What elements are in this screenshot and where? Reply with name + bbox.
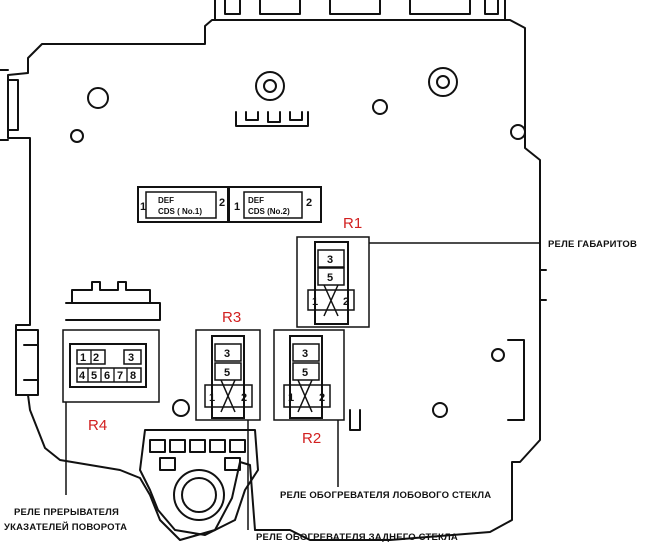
r4-pin-2: 2	[93, 352, 99, 364]
relay-r4	[62, 329, 160, 403]
r2-pin-3: 3	[302, 348, 308, 360]
r3-pin-2: 2	[241, 392, 247, 404]
boss-3	[428, 67, 458, 97]
def-cds-module-1: DEF CDS ( No.1) 1 2	[137, 186, 230, 223]
left-tab-detail	[0, 69, 9, 141]
r4-pin-1: 1	[80, 352, 86, 364]
def-cds-2-line2: CDS (No.2)	[248, 207, 290, 216]
left-clip	[15, 329, 39, 396]
caption-r2: РЕЛЕ ОБОГРЕВАТЕЛЯ ЛОБОВОГО СТЕКЛА	[280, 490, 491, 501]
def-cds-module-2: DEF CDS (No.2) 1 2	[227, 186, 322, 223]
boss-7	[432, 402, 448, 418]
label-r2: R2	[302, 430, 321, 447]
relay-r1	[296, 236, 370, 328]
boss-2	[255, 71, 285, 101]
leader-lines	[65, 242, 540, 530]
top-notch-1	[224, 0, 241, 15]
r2-pin-5: 5	[302, 367, 308, 379]
top-notch-2	[259, 0, 301, 15]
bottom-right-notch	[349, 409, 361, 431]
label-r1: R1	[343, 215, 362, 232]
r2-pin-2: 2	[319, 392, 325, 404]
def-cds-1-pin-left: 1	[140, 201, 146, 213]
def-cds-2-pin-right: 2	[306, 197, 312, 209]
r3-pin-5: 5	[224, 367, 230, 379]
top-notch-5	[484, 0, 499, 15]
r4-bracket-base	[65, 302, 161, 321]
caption-r3: РЕЛЕ ОБОГРЕВАТЕЛЯ ЗАДНЕГО СТЕКЛА	[256, 532, 458, 543]
bottom-socket-hole	[173, 469, 225, 521]
r1-pin-2: 2	[343, 296, 349, 308]
r1-pin-3: 3	[327, 254, 333, 266]
label-r3: R3	[222, 309, 241, 326]
r4-pin-5: 5	[91, 370, 97, 382]
def-cds-1-pin-right: 2	[219, 197, 225, 209]
boss-4	[372, 99, 388, 115]
r4-pin-4: 4	[79, 370, 86, 382]
top-notch-3	[329, 0, 381, 15]
caption-r4-line2: УКАЗАТЕЛЕЙ ПОВОРОТА	[4, 521, 127, 533]
boss-6	[510, 124, 526, 140]
label-r4: R4	[88, 417, 107, 434]
relay-r3	[195, 329, 261, 421]
r3-pin-1: 1	[209, 392, 215, 404]
top-notch-4	[409, 0, 471, 15]
bottom-socket	[139, 429, 259, 536]
boss-2-inner	[263, 79, 277, 93]
r4-pin-6: 6	[104, 370, 110, 382]
left-tab	[7, 79, 19, 131]
caption-r4-line1: РЕЛЕ ПРЕРЫВАТЕЛЯ	[14, 507, 119, 518]
r4-bracket	[71, 281, 151, 304]
r1-pin-5: 5	[327, 272, 333, 284]
r4-pin-7: 7	[117, 370, 123, 382]
right-tab-1	[539, 269, 547, 301]
right-tab-2	[507, 339, 525, 421]
r4-pin-8: 8	[130, 370, 136, 382]
boss-5	[70, 129, 84, 143]
def-cds-1-line2: CDS ( No.1)	[158, 207, 202, 216]
def-cds-1-line1: DEF	[158, 196, 174, 205]
boss-8	[172, 399, 190, 417]
r2-pin-1: 1	[288, 392, 294, 404]
relay-r2	[273, 329, 345, 421]
boss-9	[491, 348, 505, 362]
r3-pin-3: 3	[224, 348, 230, 360]
r4-pin-3: 3	[128, 352, 134, 364]
bottom-socket-slots	[149, 439, 246, 471]
housing-top-rail	[214, 0, 506, 21]
def-cds-2-pin-left: 1	[234, 201, 240, 213]
caption-r1: РЕЛЕ ГАБАРИТОВ	[548, 239, 637, 250]
top-connector	[235, 111, 309, 127]
boss-3-inner	[436, 75, 450, 89]
bottom-socket-hole-inner	[181, 477, 217, 513]
def-cds-2-line1: DEF	[248, 196, 264, 205]
boss-1	[87, 87, 109, 109]
r1-pin-1: 1	[312, 296, 318, 308]
